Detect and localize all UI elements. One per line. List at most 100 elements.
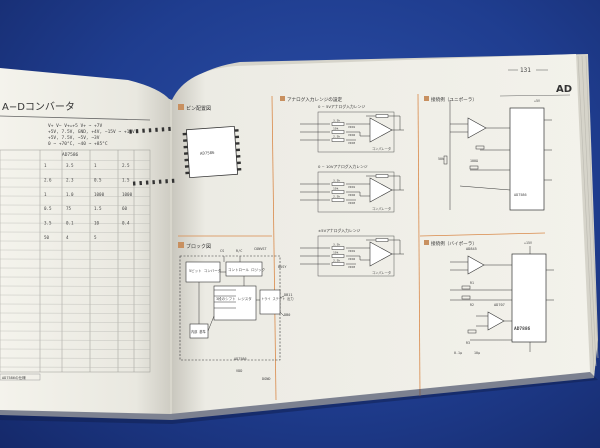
comparator-triangle xyxy=(369,177,393,203)
range-circuit-1: 0 ~ 5Vアナログ入力レンジコンパレータ3.5kVIN110kVIN22.5k… xyxy=(300,104,404,153)
label-control-logic: コントロール ロジック xyxy=(228,267,266,272)
resistor xyxy=(331,182,345,186)
app1-val-50k: 50k xyxy=(438,157,444,161)
chip-pin xyxy=(235,142,240,145)
resistor xyxy=(331,130,345,134)
chip-pin xyxy=(129,129,132,134)
chip-pin xyxy=(185,171,190,175)
section-tab: AD xyxy=(556,84,572,95)
opamp-label-2: AD707 xyxy=(494,303,505,307)
chip-pin xyxy=(236,155,241,158)
table-cell: 2.6 xyxy=(44,177,52,182)
vin-label: VIN3 xyxy=(348,201,355,205)
column-divider-1 xyxy=(271,95,277,401)
page-number: 131 xyxy=(520,67,531,74)
analog-range-section: アナログ入力レンジの設定 0 ~ 5Vアナログ入力レンジコンパレータ3.5kVI… xyxy=(280,96,404,277)
feedback-resistor xyxy=(375,238,389,242)
chip-pin xyxy=(135,129,139,134)
app2-heading: 接続例（バイポーラ） xyxy=(431,240,477,247)
comparator-label: コンパレータ xyxy=(372,270,391,275)
table-cell: 1000 xyxy=(122,192,133,197)
app2-val-r3: R3 xyxy=(466,341,470,345)
table-cell: 1000 xyxy=(94,192,105,197)
range-caption: ±5Vアナログ入力レンジ xyxy=(318,228,360,233)
chip-pin xyxy=(158,179,162,184)
spec-line-1: V+ V− V+=+5 V+ ~ +7V xyxy=(48,123,102,129)
resistor-label: 3.5k xyxy=(333,179,340,183)
chip-pin xyxy=(183,139,188,142)
range-caption: 0 ~ 5Vアナログ入力レンジ xyxy=(318,104,365,109)
chip-pin xyxy=(183,152,189,155)
chip-pin xyxy=(168,126,171,131)
range-wires xyxy=(300,115,404,141)
chip-pin xyxy=(236,161,241,165)
footer-box xyxy=(0,373,41,381)
table-cell: 2.5 xyxy=(122,163,130,168)
resistor xyxy=(331,138,345,142)
table-cell: 75 xyxy=(66,206,72,211)
vin-label: VIN2 xyxy=(348,193,355,197)
left-page-content: A−Dコンバータ V+ V− V+=+5 V+ ~ +7V +5V, 7.5V,… xyxy=(0,101,151,381)
resistor xyxy=(331,262,345,266)
app2-val-cap2: 10μ xyxy=(474,351,480,355)
table-cell: 1.5 xyxy=(122,177,130,182)
label-tristate-output: トライ ステート 出力 xyxy=(261,296,294,301)
column-divider-2 xyxy=(417,93,421,397)
table-rows xyxy=(0,159,151,368)
app1-chip xyxy=(509,107,545,211)
label-db11: DB11 xyxy=(284,293,292,297)
block-top-label-convst: CONVST xyxy=(254,247,268,251)
app2-chip-label: AD7886 xyxy=(514,326,531,332)
vin-label: VIN2 xyxy=(348,257,355,261)
block-shift-register xyxy=(213,285,257,321)
app2-val-cap1: 0.1μ xyxy=(454,351,462,355)
table-cell: 0.1 xyxy=(66,221,74,226)
resistor-label: 10k xyxy=(333,251,339,255)
resistor xyxy=(331,190,345,194)
feedback-resistor xyxy=(375,114,389,118)
heading-rule xyxy=(0,115,151,121)
chip-pin xyxy=(171,178,175,183)
range-caption: 0 ~ 10Vアナログ入力レンジ xyxy=(318,164,368,169)
table-cell: 3.5 xyxy=(66,163,74,168)
resistor-label: 3.5k xyxy=(333,119,340,123)
table-cell: 1.5 xyxy=(94,206,102,211)
app1-opamp xyxy=(467,117,487,139)
app2-opamp-1 xyxy=(467,255,485,275)
row-divider-right xyxy=(419,232,546,237)
table-cell: 0.5 xyxy=(44,206,52,211)
spec-line-3: +5V, 7.5V, ~5V, ~3V xyxy=(48,135,100,141)
chip-pin xyxy=(237,168,242,171)
chip-pin xyxy=(182,132,187,136)
chip-pin xyxy=(235,148,240,152)
chip-pin xyxy=(234,129,239,132)
range-circuit-2: 0 ~ 10Vアナログ入力レンジコンパレータ3.5kVIN110kVIN22.5… xyxy=(300,164,404,213)
app2-chip xyxy=(511,253,547,343)
block-bottom-vdd: VDD xyxy=(236,369,242,373)
spec-line-4: 0 ~ +70°C, −40 ~ +85°C xyxy=(48,141,108,147)
vin-label: VIN1 xyxy=(348,249,355,253)
chip-pin xyxy=(184,165,190,168)
range-wires xyxy=(300,175,404,201)
chip-pin xyxy=(183,145,188,149)
chip-pin xyxy=(142,128,145,133)
app2-val-r1: R1 xyxy=(470,281,474,285)
range-circuit-3: ±5Vアナログ入力レンジコンパレータ3.5kVIN110kVIN22.5kVIN… xyxy=(300,228,404,277)
vin-label: VIN2 xyxy=(348,133,355,137)
block-heading: ブロック図 xyxy=(186,243,211,250)
label-internal-reference: 内部 基準 xyxy=(191,329,206,334)
analog-heading: アナログ入力レンジの設定 xyxy=(287,96,342,103)
block-top-label-cs: CS xyxy=(220,249,224,253)
vin-label: VIN3 xyxy=(348,265,355,269)
left-page xyxy=(0,68,170,414)
comparator-triangle xyxy=(369,117,393,143)
block-bottom-dgnd: DGND xyxy=(262,377,270,381)
resistor xyxy=(331,254,345,258)
resistor-label: 2.5k xyxy=(333,135,340,139)
page-edge-lines xyxy=(577,55,599,373)
comparator-triangle xyxy=(369,241,393,267)
label-shift-register: 3段のシフト レジスタ xyxy=(216,296,252,301)
analog-bullet xyxy=(280,96,285,101)
table-cell: 3.5 xyxy=(44,221,52,226)
